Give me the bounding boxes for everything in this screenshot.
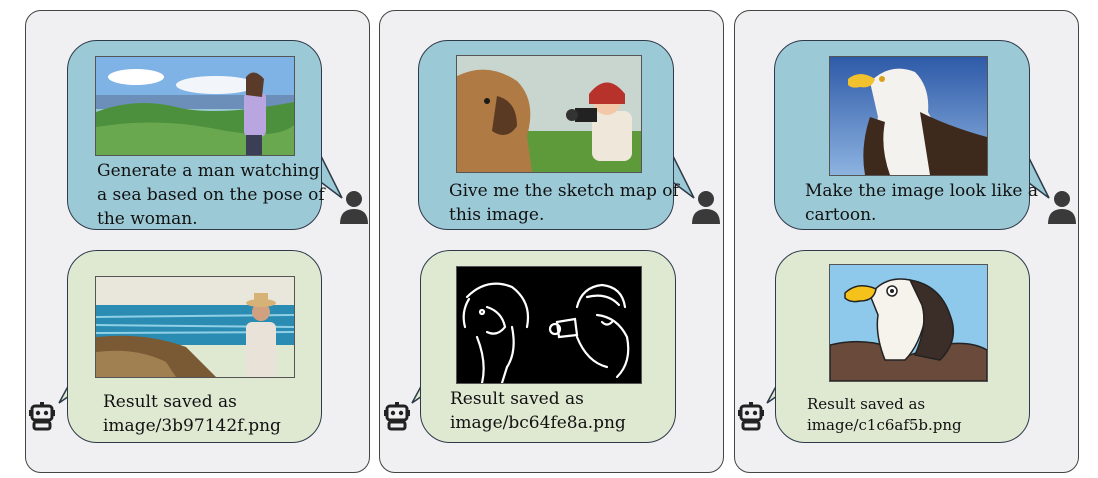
- robot-icon: [738, 402, 764, 431]
- robot-icon: [29, 402, 55, 431]
- result-text: Result saved as image/3b97142f.png: [103, 392, 281, 436]
- input-image-eagle: [829, 56, 988, 176]
- input-image-dog-child: [456, 55, 642, 173]
- person-icon: [340, 191, 368, 224]
- result-text: Result saved as image/c1c6af5b.png: [807, 395, 962, 434]
- result-image-man-sea: [95, 276, 295, 378]
- result-image-cartoon-eagle: [829, 264, 988, 382]
- person-icon: [692, 191, 720, 224]
- person-icon: [1048, 191, 1076, 224]
- user-prompt-text: Generate a man watching a sea based on t…: [97, 161, 325, 229]
- input-image-woman-meadow: [95, 56, 295, 156]
- user-prompt-text: Give me the sketch map of this image.: [449, 181, 679, 225]
- result-text: Result saved as image/bc64fe8a.png: [450, 389, 626, 433]
- user-prompt-text: Make the image look like a cartoon.: [805, 181, 1038, 225]
- robot-icon: [384, 402, 410, 431]
- result-image-sketch-map: [456, 266, 642, 384]
